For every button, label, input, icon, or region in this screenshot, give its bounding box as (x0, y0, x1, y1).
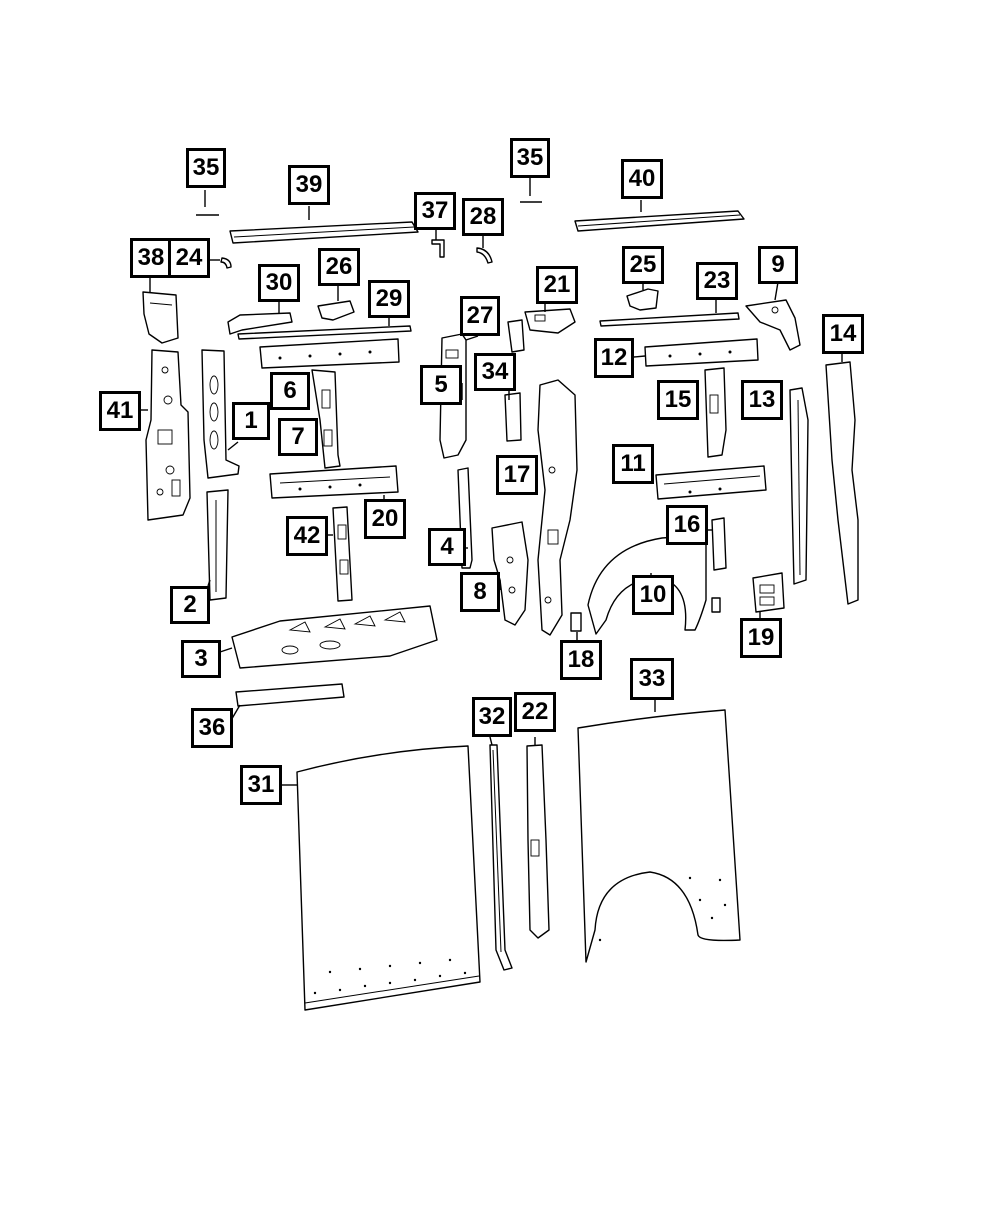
callout-30[interactable]: 30 (258, 264, 300, 302)
part-6-7-pillar (311, 369, 341, 469)
callout-31[interactable]: 31 (240, 765, 282, 805)
callout-19[interactable]: 19 (740, 618, 782, 658)
part-12-crossbar (644, 338, 759, 367)
callout-5[interactable]: 5 (420, 365, 462, 405)
callout-23[interactable]: 23 (696, 262, 738, 300)
callout-20[interactable]: 20 (364, 499, 406, 539)
part-8-panel (491, 521, 529, 626)
callout-3[interactable]: 3 (181, 640, 221, 678)
part-29-strip (237, 325, 412, 340)
part-25-bracket (626, 288, 659, 311)
callout-34[interactable]: 34 (474, 353, 516, 391)
callout-12[interactable]: 12 (594, 338, 634, 378)
part-28-bracket (476, 247, 493, 264)
callout-42[interactable]: 42 (286, 516, 328, 556)
callout-22[interactable]: 22 (514, 692, 556, 732)
callout-2[interactable]: 2 (170, 586, 210, 624)
part-15-pillar (704, 367, 727, 458)
part-34-piece (504, 392, 522, 442)
callout-9[interactable]: 9 (758, 246, 798, 284)
panel-33-dots (598, 876, 727, 942)
part-41-roof-rail (574, 210, 745, 232)
callout-10[interactable]: 10 (632, 575, 674, 615)
panel-31-dots (313, 958, 467, 995)
callout-37[interactable]: 37 (414, 192, 456, 230)
part-32-strip (489, 744, 513, 971)
callout-38[interactable]: 38 (130, 238, 172, 278)
callout-24[interactable]: 24 (168, 238, 210, 278)
part-upper-crossbar (259, 338, 400, 369)
callout-39[interactable]: 41 (99, 391, 141, 431)
callout-7[interactable]: 7 (278, 418, 318, 456)
part-20-crossbar (269, 465, 399, 499)
part-17-pillar (537, 379, 578, 636)
part-38-corner (142, 291, 179, 344)
part-42-member (332, 506, 353, 602)
part-31-side-panel (296, 745, 481, 1011)
callout-36[interactable]: 36 (191, 708, 233, 748)
callout-25[interactable]: 25 (622, 246, 664, 284)
part-18-plate (570, 612, 582, 632)
part-23-strip (599, 312, 740, 327)
part-24-hook (220, 257, 232, 269)
part-30-rail (227, 312, 293, 335)
callout-18[interactable]: 18 (560, 640, 602, 680)
callout-16[interactable]: 16 (666, 505, 708, 545)
part-11-crossbar (655, 465, 767, 500)
part-3-sill (231, 605, 438, 669)
part-2-strip (206, 489, 229, 601)
part-19-plate (752, 572, 785, 613)
part-26-bracket (317, 300, 355, 321)
callout-27[interactable]: 27 (460, 296, 500, 336)
part-21-bracket (507, 319, 525, 353)
callout-6[interactable]: 6 (270, 372, 310, 410)
callout-35[interactable]: 35 (186, 148, 226, 188)
callout-17[interactable]: 17 (496, 455, 538, 495)
callout-4[interactable]: 4 (428, 528, 466, 566)
callout-11[interactable]: 11 (612, 444, 654, 484)
callout-13[interactable]: 13 (741, 380, 783, 420)
part-9-corner (745, 299, 801, 351)
part-36-plate (235, 683, 345, 707)
callout-40[interactable]: 39 (288, 165, 330, 205)
part-22-pillar (526, 744, 550, 939)
callout-28[interactable]: 28 (462, 198, 504, 236)
part-37-bracket (431, 239, 445, 258)
part-16-member (711, 517, 727, 571)
callout-35[interactable]: 35 (510, 138, 550, 178)
callout-33[interactable]: 33 (630, 658, 674, 700)
callout-29[interactable]: 29 (368, 280, 410, 318)
callout-15[interactable]: 15 (657, 380, 699, 420)
callout-21[interactable]: 21 (536, 266, 578, 304)
callout-32[interactable]: 32 (472, 697, 512, 737)
part-14-pillar (825, 361, 859, 605)
callout-41[interactable]: 40 (621, 159, 663, 199)
part-21-top (524, 308, 576, 334)
callout-14[interactable]: 14 (822, 314, 864, 354)
callout-8[interactable]: 8 (460, 572, 500, 612)
part-39-pillar (145, 349, 191, 521)
callout-26[interactable]: 26 (318, 248, 360, 286)
callout-1[interactable]: 1 (232, 402, 270, 440)
part-33-rear-panel (577, 709, 741, 963)
